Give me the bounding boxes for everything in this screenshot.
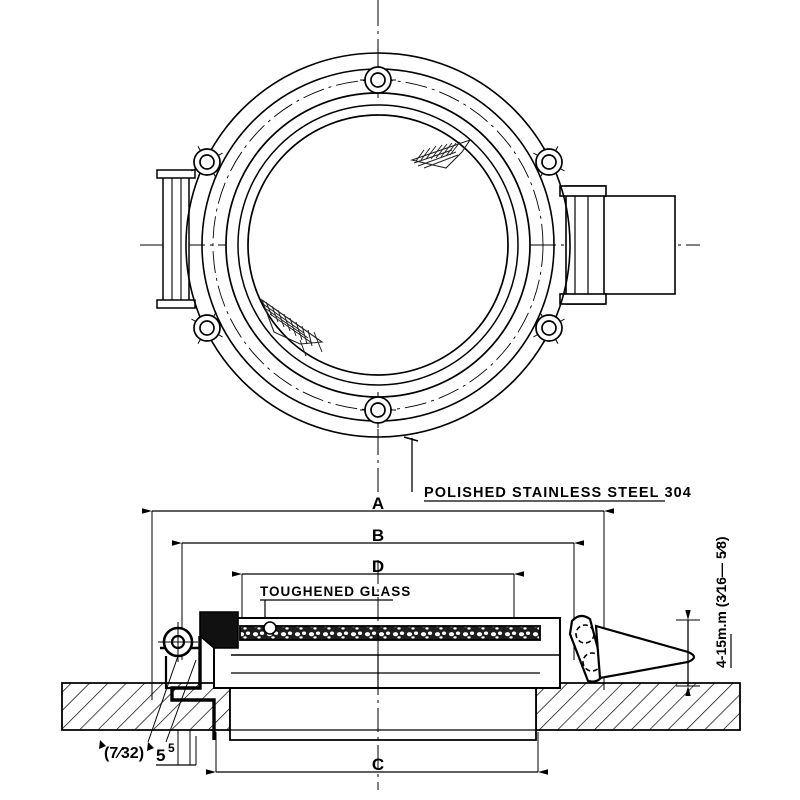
corner-callout-arrow-left bbox=[99, 740, 106, 749]
plan-cover-ring-outer bbox=[225, 92, 531, 398]
corner-callout-ticks bbox=[177, 730, 197, 765]
plan-bolt bbox=[191, 312, 223, 344]
material-note-leader bbox=[403, 436, 419, 492]
plan-outer-flange-circle bbox=[185, 52, 571, 438]
corner-superscript-label: 5 bbox=[168, 741, 175, 755]
plan-bolt-core bbox=[541, 154, 557, 170]
dimension-block bbox=[142, 508, 614, 775]
section-gasket-pin bbox=[263, 621, 277, 635]
plan-bolt bbox=[533, 146, 565, 178]
corner-value-label: 5 bbox=[156, 746, 165, 765]
plan-cover-ring-inner bbox=[237, 104, 519, 386]
plan-bolt-core bbox=[541, 320, 557, 336]
dimension-label-b: B bbox=[372, 526, 384, 545]
plan-left-strap-cap-top bbox=[156, 169, 196, 179]
thickness-label-group: 4-15m.m (3⁄16— 5⁄8) bbox=[713, 536, 732, 668]
section-dog-hole-upper bbox=[575, 624, 595, 644]
plan-dog-flange bbox=[565, 185, 605, 305]
plan-bolt bbox=[360, 392, 396, 428]
section-corner-leaders bbox=[147, 655, 197, 743]
plan-bolt bbox=[191, 146, 223, 178]
plan-bolt bbox=[360, 62, 396, 98]
plan-bolt bbox=[533, 312, 565, 344]
section-bulkhead-left bbox=[61, 682, 231, 731]
thickness-dimension bbox=[676, 610, 700, 696]
dimension-label-a: A bbox=[372, 494, 384, 513]
section-hinge-pivot bbox=[158, 622, 198, 690]
corner-callout: (7⁄32) 5 5 bbox=[99, 730, 197, 766]
thickness-label: 4-15m.m (3⁄16— 5⁄8) bbox=[713, 536, 729, 668]
material-note-label: POLISHED STAINLESS STEEL 304 bbox=[424, 485, 692, 501]
plan-bolt-core bbox=[370, 402, 386, 418]
section-bulkhead-right-hatch bbox=[535, 682, 741, 731]
section-view bbox=[61, 610, 741, 743]
plan-left-strap bbox=[156, 169, 196, 309]
section-toughened-glass bbox=[239, 625, 541, 641]
plan-dog-handle-assembly bbox=[559, 185, 676, 305]
plan-glass-reflection-upper bbox=[410, 138, 472, 169]
section-bulkhead-right bbox=[535, 682, 741, 731]
section-hinge-arm bbox=[170, 636, 216, 740]
plan-left-strap-body bbox=[162, 171, 190, 307]
corner-fraction-label: (7⁄32) bbox=[104, 745, 144, 762]
plan-left-strap-cap-bottom bbox=[156, 299, 196, 309]
plan-bolt-core bbox=[199, 320, 215, 336]
glass-note-label: TOUGHENED GLASS bbox=[260, 584, 411, 599]
plan-view bbox=[140, 0, 700, 492]
corner-callout-arrow-right bbox=[147, 742, 154, 751]
section-spigot-outline bbox=[229, 683, 537, 741]
plan-dog-cap-top bbox=[559, 185, 607, 197]
plan-dog-body bbox=[602, 195, 676, 295]
plan-bolt-core bbox=[199, 154, 215, 170]
plan-bolt-group bbox=[191, 62, 565, 428]
section-gasket-block bbox=[199, 611, 239, 649]
plan-glass-reflection-lower bbox=[260, 298, 324, 357]
section-bulkhead-left-hatch bbox=[61, 682, 231, 731]
plan-bolt-core bbox=[370, 72, 386, 88]
plan-dog-cap-bottom bbox=[559, 293, 607, 305]
plan-glass-circle bbox=[247, 114, 509, 376]
section-spigot bbox=[229, 683, 537, 741]
